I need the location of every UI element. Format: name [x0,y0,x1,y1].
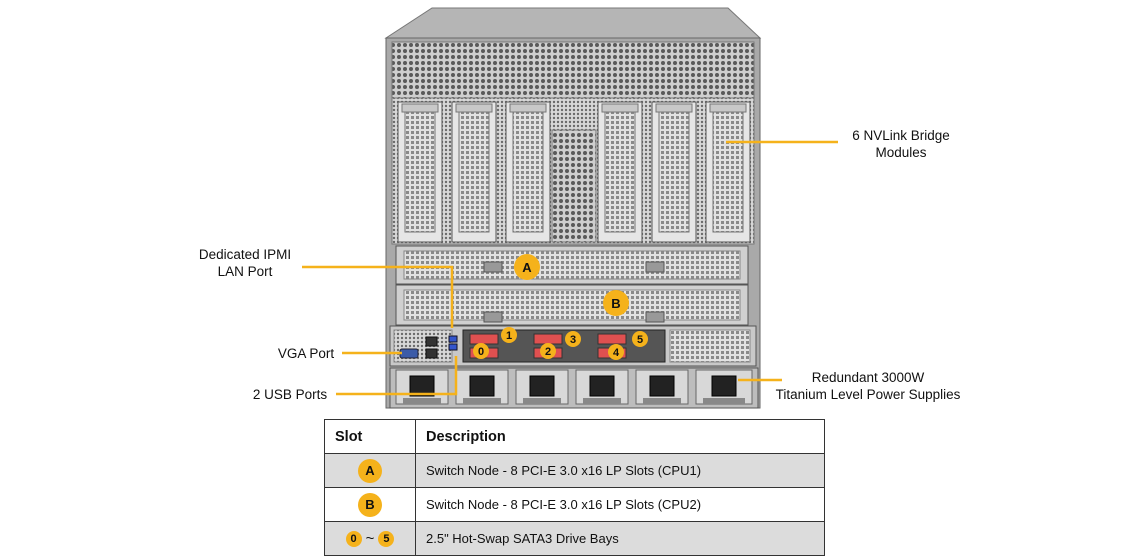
slot-cell: A [324,453,416,488]
description-cell: 2.5" Hot-Swap SATA3 Drive Bays [415,521,825,556]
svg-text:0: 0 [478,346,484,358]
switch-node-tray-b [395,284,749,326]
badge-drive-5: 5 [632,331,648,347]
nvlink-module [505,101,551,243]
badge-b: B [603,290,629,316]
power-supplies [389,367,759,409]
switch-node-tray-a [395,245,749,285]
slot-legend-table: Slot Description A Switch Node - 8 PCI-E… [324,419,825,556]
nvlink-module [397,101,443,243]
badge-drive-3: 3 [565,331,581,347]
svg-text:5: 5 [637,334,643,346]
slot-badge-0: 0 [345,530,362,547]
nvlink-module [705,101,751,243]
table-row: B Switch Node - 8 PCI-E 3.0 x16 LP Slots… [324,487,825,522]
badge-drive-1: 1 [501,327,517,343]
table-row: A Switch Node - 8 PCI-E 3.0 x16 LP Slots… [324,453,825,488]
psu [575,369,629,405]
ipmi-callout: Dedicated IPMI LAN Port [198,247,292,279]
usb-callout: 2 USB Ports [252,387,328,402]
leader-lines [302,140,838,396]
nvlink-callout: 6 NVLink Bridge Modules [852,128,950,160]
badge-drive-2: 2 [540,343,556,359]
vga-callout: VGA Port [277,346,335,361]
psu [635,369,689,405]
nvlink-bridge-modules [391,97,755,245]
range-separator: ~ [365,530,375,548]
nvlink-module [651,101,697,243]
psu [395,369,449,405]
slot-cell: B [324,487,416,522]
svg-text:3: 3 [570,334,576,346]
slot-cell: 0~5 [324,521,416,556]
vga-port [399,348,419,359]
nvlink-module [597,101,643,243]
table-row: 0~5 2.5" Hot-Swap SATA3 Drive Bays [324,521,825,556]
description-column-header: Description [415,419,825,454]
badge-drive-4: 4 [608,344,624,360]
slot-column-header: Slot [324,419,416,454]
svg-text:2: 2 [545,346,551,358]
table-header-row: Slot Description [324,419,825,454]
badge-a: A [514,254,540,280]
drive-badges: 0 1 2 3 4 5 [473,327,648,360]
psu-callout: Redundant 3000W Titanium Level Power Sup… [775,370,961,402]
usb-leader-line [336,356,458,396]
svg-text:1: 1 [506,330,512,342]
slot-badge-5: 5 [378,530,395,547]
slot-badge-b: B [358,492,382,517]
usb-port [448,343,458,351]
psu [695,369,753,405]
usb-port [448,335,458,343]
svg-text:B: B [611,296,620,311]
ipmi-leader-line [302,265,454,328]
nvlink-module [451,101,497,243]
psu [515,369,569,405]
svg-text:4: 4 [613,347,620,359]
psu [455,369,509,405]
ipmi-lan-port [425,336,438,347]
svg-text:A: A [522,260,532,275]
lan-port [425,348,438,359]
slot-badge-a: A [358,458,382,483]
description-cell: Switch Node - 8 PCI-E 3.0 x16 LP Slots (… [415,487,825,522]
description-cell: Switch Node - 8 PCI-E 3.0 x16 LP Slots (… [415,453,825,488]
badge-drive-0: 0 [473,343,489,359]
